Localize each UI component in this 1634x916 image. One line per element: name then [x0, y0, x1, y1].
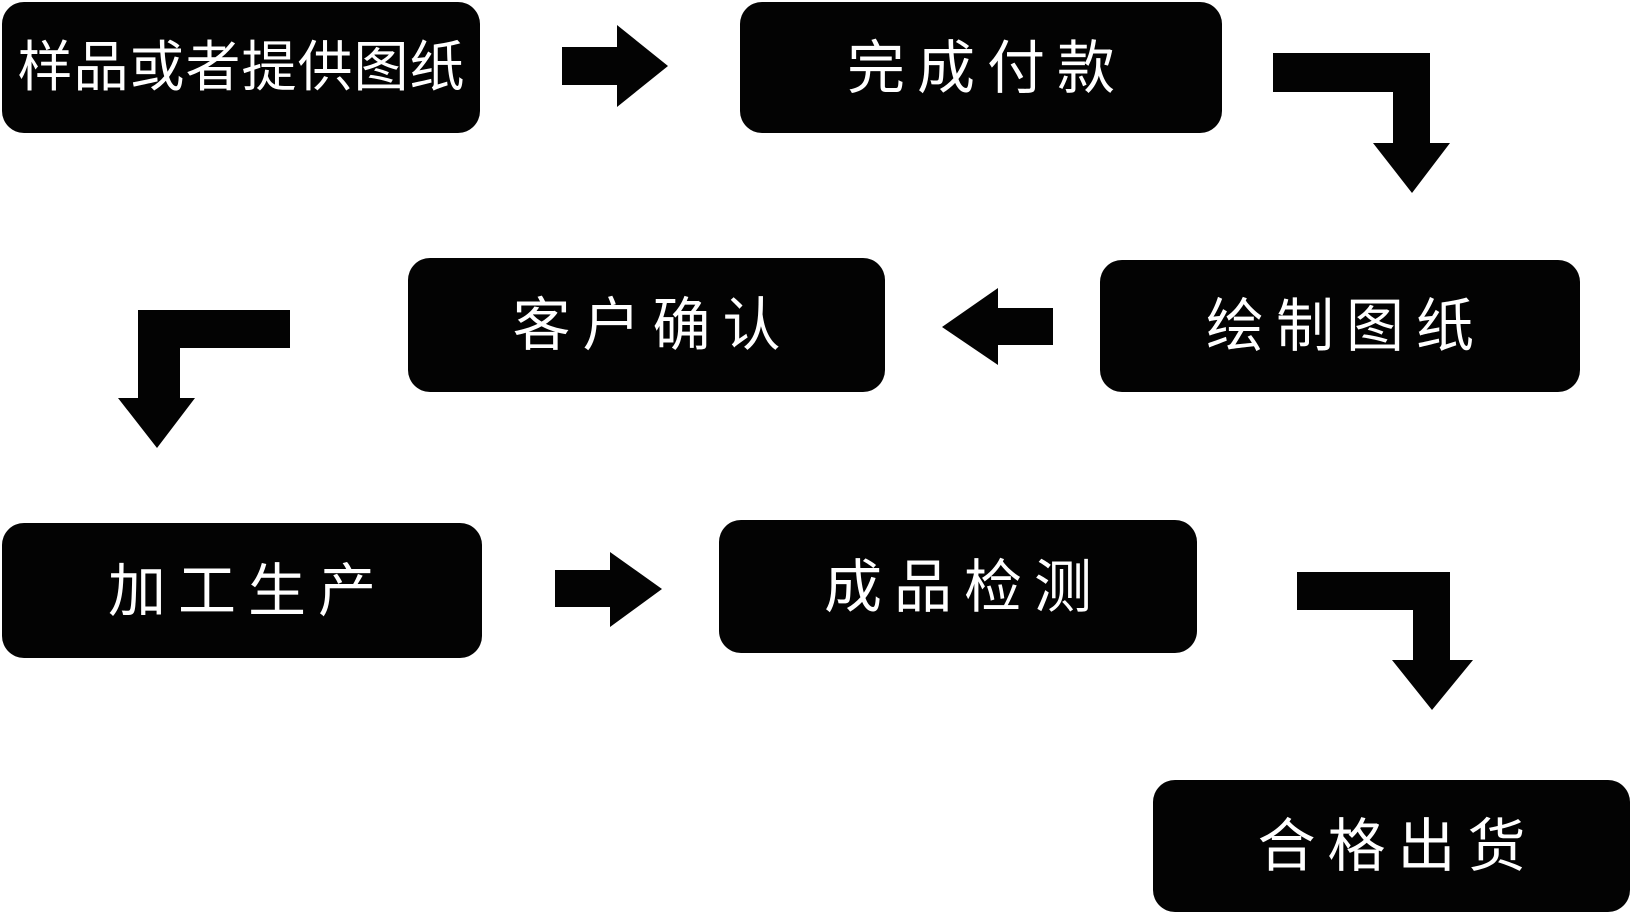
flow-node-shipment: 合格出货: [1153, 780, 1630, 912]
flow-node-production: 加工生产: [2, 523, 482, 658]
arrow-elbow-confirm-to-production-icon: [118, 310, 290, 448]
arrow-elbow-payment-to-draw-icon: [1273, 53, 1450, 193]
arrow-right-sample-to-payment-icon: [562, 25, 668, 107]
flow-node-confirm: 客户确认: [408, 258, 885, 392]
arrow-elbow-inspection-to-shipment-icon: [1297, 572, 1473, 710]
arrow-left-draw-to-confirm-icon: [942, 288, 1053, 365]
flow-node-inspection: 成品检测: [719, 520, 1197, 653]
arrow-right-production-to-inspection-icon: [555, 552, 662, 627]
flow-node-sample: 样品或者提供图纸: [2, 2, 480, 133]
flow-node-draw: 绘制图纸: [1100, 260, 1580, 392]
flow-node-payment: 完成付款: [740, 2, 1222, 133]
